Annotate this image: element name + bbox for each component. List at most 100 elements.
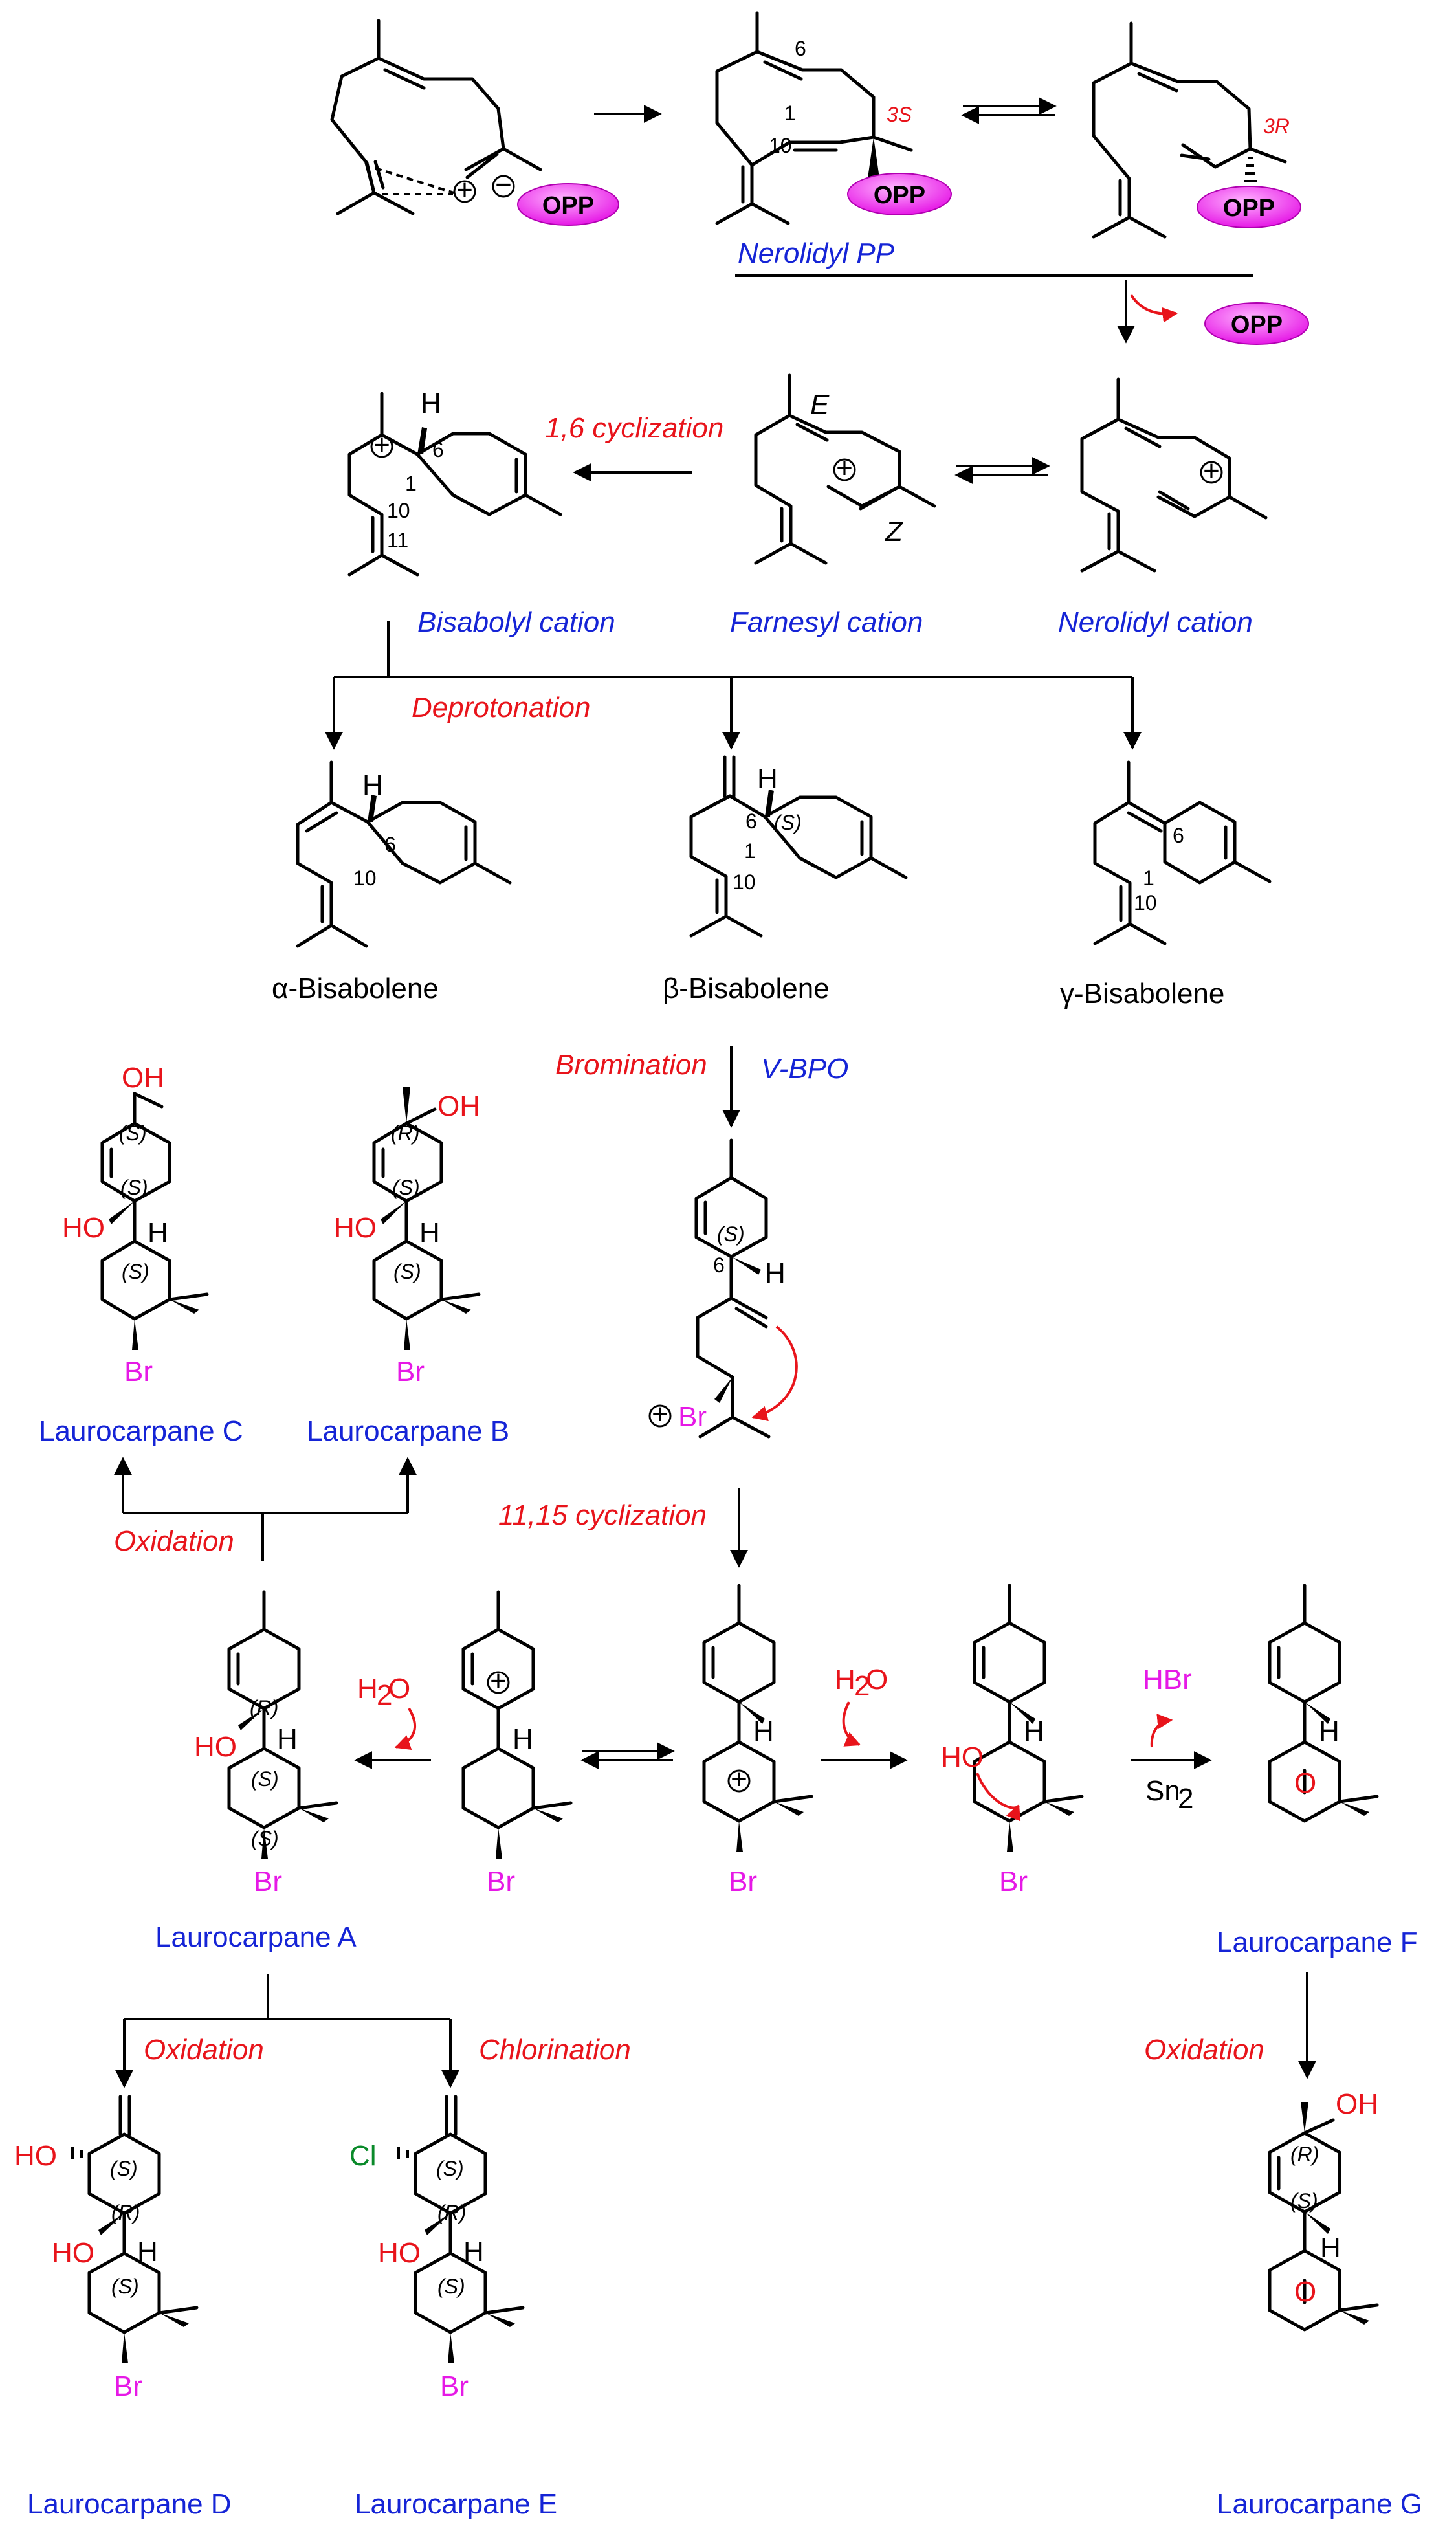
svg-text:HBr: HBr — [1143, 1664, 1192, 1695]
svg-text:(S): (S) — [110, 2157, 138, 2180]
svg-text:Br: Br — [114, 2370, 142, 2402]
curved-arrow — [842, 1701, 861, 1747]
svg-text:Br: Br — [678, 1401, 707, 1433]
svg-text:O: O — [1294, 2276, 1316, 2308]
svg-text:(S): (S) — [122, 1260, 149, 1283]
svg-text:6: 6 — [795, 37, 806, 60]
svg-text:HO: HO — [52, 2237, 94, 2269]
alpha-bisabolene: H 6 10 — [296, 760, 512, 948]
svg-text:OPP: OPP — [542, 192, 594, 219]
svg-text:Br: Br — [487, 1866, 515, 1897]
nerolidyl-cation: + — [1080, 377, 1268, 573]
laurocarpane-c-label: Laurocarpane C — [39, 1415, 243, 1447]
svg-text:11: 11 — [387, 529, 408, 552]
svg-text:HO: HO — [334, 1212, 377, 1244]
step-label-vbpo: V-BPO — [761, 1053, 848, 1085]
curved-arrow — [1150, 1714, 1173, 1748]
step-label-deprotonation: Deprotonation — [412, 692, 590, 723]
svg-text:H: H — [357, 1673, 378, 1705]
bromohydrin-intermediate: HO H Br — [941, 1584, 1084, 1897]
svg-text:(S): (S) — [392, 1176, 420, 1199]
laurocarpane-e-label: Laurocarpane E — [355, 2488, 557, 2520]
laurocarpane-d: HO (S) (R) HO H (S) Br — [14, 2095, 199, 2402]
step-label-bromination: Bromination — [555, 1049, 707, 1081]
laurocarpane-a-label: Laurocarpane A — [155, 1921, 357, 1953]
step-label-oxidation: Oxidation — [144, 2034, 264, 2066]
bisabolyl-cation: + H 6 1 10 11 — [347, 388, 562, 577]
svg-text:(S): (S) — [251, 1767, 279, 1791]
branch-lines — [325, 621, 1142, 750]
farnesyl-pp-ion-pair: + − OPP — [330, 19, 619, 226]
svg-text:(R): (R) — [111, 2201, 140, 2224]
svg-text:(S): (S) — [1290, 2189, 1318, 2213]
svg-text:H: H — [148, 1217, 168, 1249]
equilibrium-arrows — [961, 97, 1057, 124]
svg-text:Z: Z — [885, 516, 904, 547]
svg-text:10: 10 — [769, 134, 792, 157]
laurocarpane-d-label: Laurocarpane D — [27, 2488, 232, 2520]
nerolidyl-pp-3r: 3R OPP — [1092, 21, 1301, 239]
svg-text:HO: HO — [378, 2237, 421, 2269]
svg-text:3R: 3R — [1263, 115, 1290, 138]
carbocation-intermediate-1: + H Br — [461, 1590, 573, 1897]
svg-text:Br: Br — [729, 1866, 757, 1897]
laurocarpane-g-label: Laurocarpane G — [1217, 2488, 1422, 2520]
opp-badge: OPP — [517, 183, 619, 226]
nerolidyl-pp-label: Nerolidyl PP — [738, 237, 895, 269]
svg-text:(R): (R) — [391, 1121, 419, 1145]
laurocarpane-b-label: Laurocarpane B — [307, 1415, 509, 1447]
svg-text:(S): (S) — [393, 1260, 421, 1283]
beta-bisabolene: H 6 (S) 1 10 — [689, 755, 908, 938]
svg-text:6: 6 — [384, 833, 396, 856]
laurocarpane-f-label: Laurocarpane F — [1217, 1927, 1418, 1958]
svg-text:H: H — [835, 1664, 855, 1695]
step-label-chlorination: Chlorination — [479, 2034, 631, 2066]
svg-text:H: H — [1024, 1716, 1044, 1747]
svg-text:6: 6 — [1173, 824, 1184, 847]
svg-text:HO: HO — [14, 2140, 57, 2172]
svg-text:HO: HO — [62, 1212, 105, 1244]
step-label-16-cyclization: 1,6 cyclization — [545, 412, 723, 444]
svg-text:+: + — [373, 429, 390, 461]
svg-text:3S: 3S — [887, 103, 912, 126]
svg-text:(S): (S) — [774, 811, 802, 834]
curved-arrow — [394, 1707, 416, 1750]
svg-text:Br: Br — [254, 1866, 282, 1897]
svg-text:E: E — [810, 389, 830, 421]
opp-badge: OPP — [1197, 186, 1301, 228]
svg-text:Cl: Cl — [349, 2140, 377, 2172]
svg-text:10: 10 — [733, 870, 756, 894]
svg-text:(R): (R) — [1290, 2143, 1319, 2166]
svg-text:+: + — [652, 1398, 668, 1430]
laurocarpane-g: OH (R) (S) H O — [1268, 2088, 1379, 2332]
svg-text:6: 6 — [713, 1253, 725, 1277]
laurocarpane-c: OH (S) (S) HO H (S) Br — [62, 1062, 209, 1387]
svg-text:H: H — [463, 2236, 484, 2268]
svg-text:+: + — [731, 1763, 747, 1795]
carbocation-intermediate-2: + H Br — [702, 1584, 813, 1897]
alpha-bisabolene-label: α-Bisabolene — [272, 973, 439, 1004]
svg-text:+: + — [1203, 455, 1220, 487]
svg-text:2: 2 — [1178, 1783, 1193, 1815]
svg-text:(S): (S) — [119, 1121, 147, 1145]
svg-text:(R): (R) — [250, 1696, 278, 1719]
farnesyl-cation: + E Z — [754, 373, 936, 565]
svg-text:H: H — [1320, 2232, 1341, 2264]
svg-text:+: + — [836, 452, 853, 484]
svg-text:Br: Br — [999, 1866, 1028, 1897]
svg-text:OPP: OPP — [1223, 195, 1275, 222]
svg-text:2: 2 — [854, 1670, 870, 1702]
svg-text:O: O — [388, 1673, 410, 1705]
svg-text:6: 6 — [432, 438, 444, 461]
svg-text:H: H — [513, 1723, 533, 1755]
branch-lines — [115, 1974, 459, 2088]
svg-text:10: 10 — [1134, 891, 1157, 914]
svg-text:H: H — [1319, 1716, 1340, 1747]
equilibrium-arrows — [954, 457, 1050, 484]
svg-text:HO: HO — [941, 1741, 984, 1773]
gamma-bisabolene-label: γ-Bisabolene — [1060, 978, 1224, 1010]
svg-text:1: 1 — [405, 472, 417, 495]
svg-text:6: 6 — [745, 810, 757, 833]
svg-text:(S): (S) — [436, 2157, 464, 2180]
